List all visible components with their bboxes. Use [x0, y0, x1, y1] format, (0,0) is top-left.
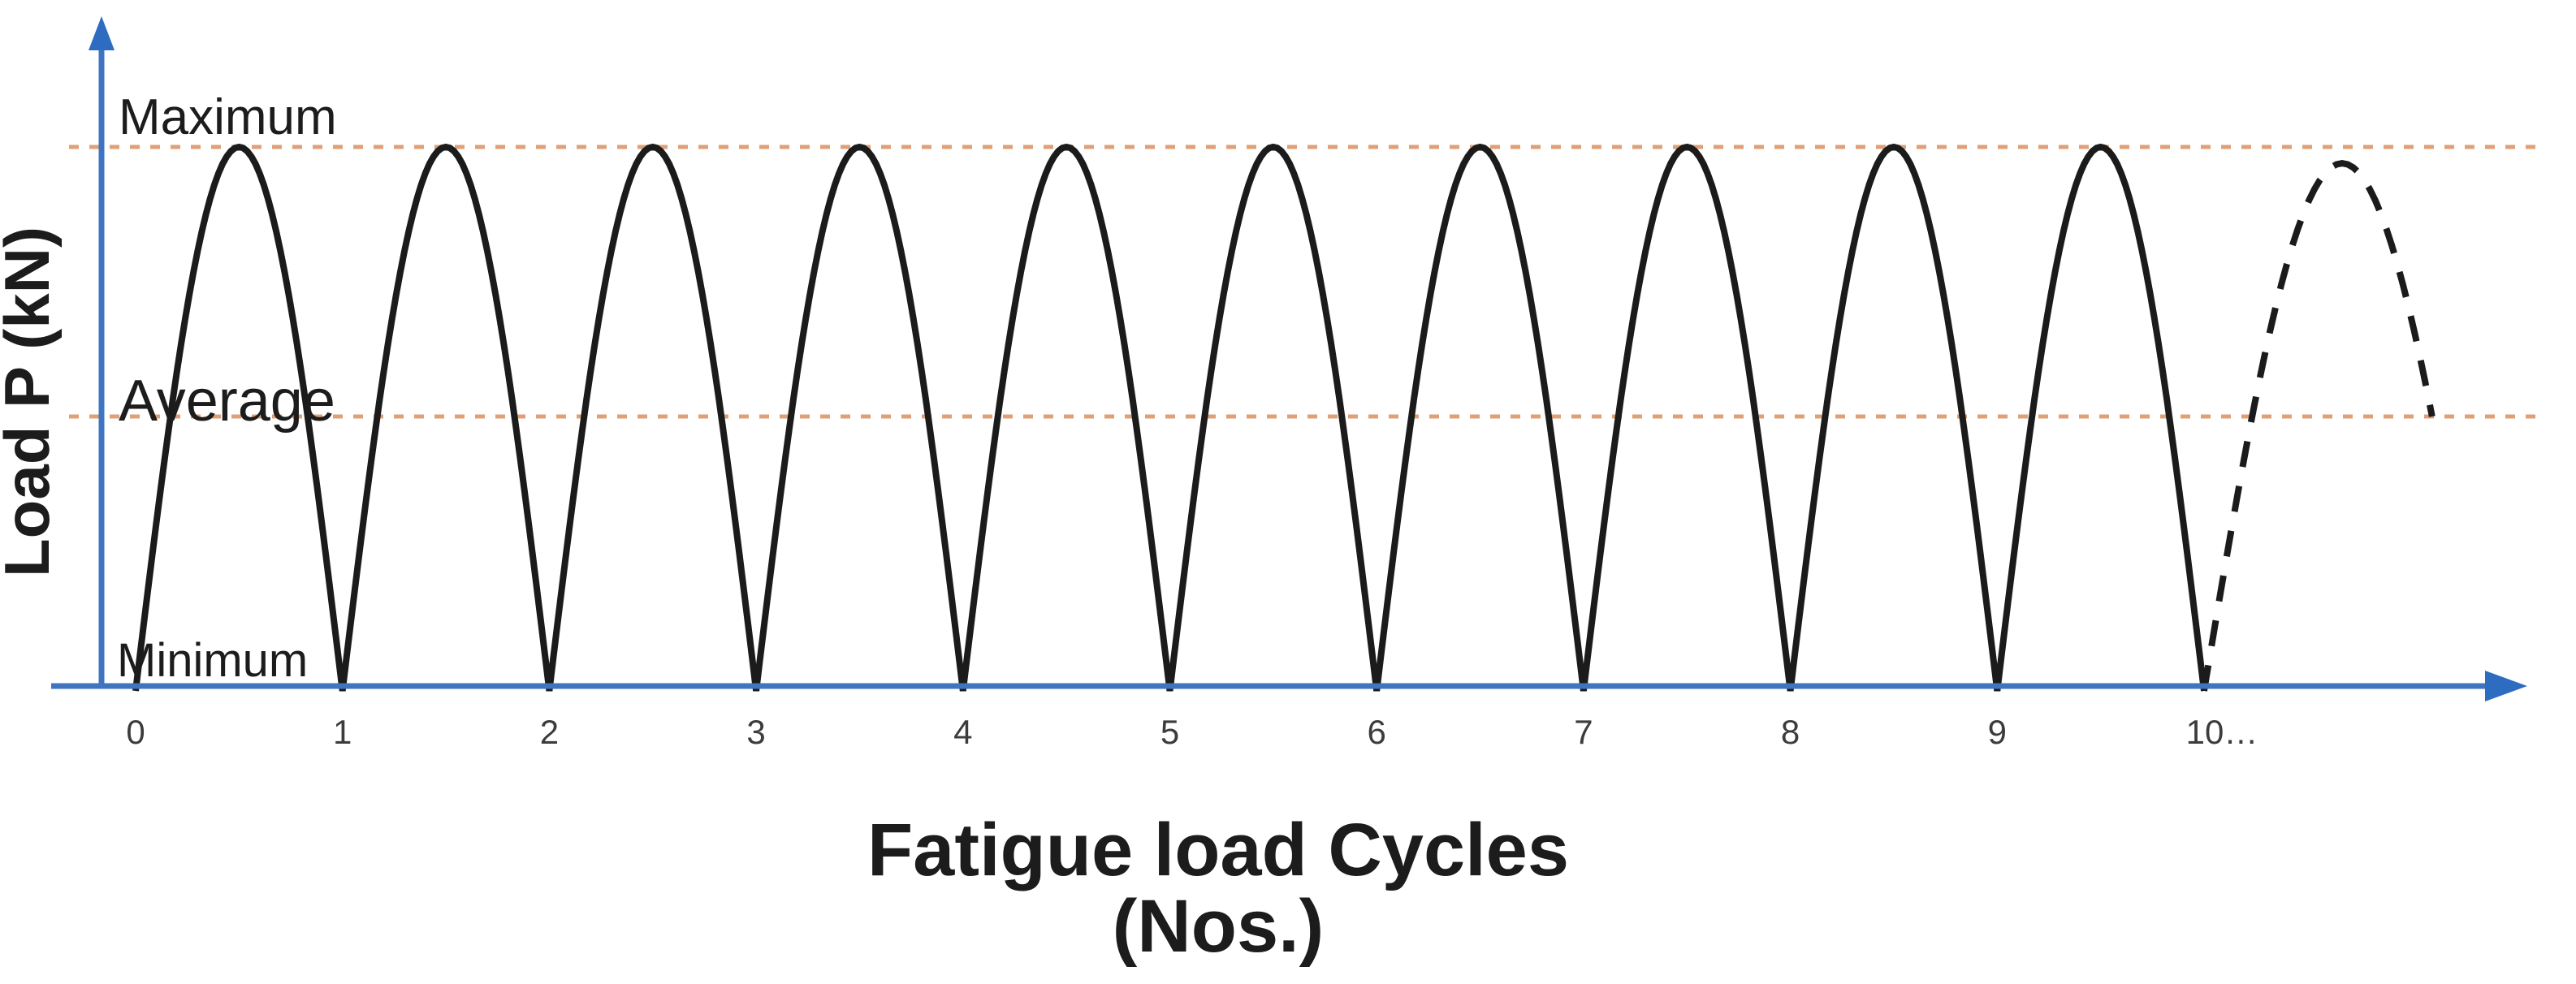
axes-layer	[51, 16, 2527, 701]
x-tick-label: 4	[953, 713, 972, 751]
x-tick-label: 0	[126, 713, 145, 751]
reference-lines-layer	[69, 145, 2540, 419]
x-tick-labels: 0 1 2 3 4 5 6 7 8 9 10…	[126, 713, 2258, 751]
x-tick-label: 10…	[2186, 713, 2258, 751]
waveform-layer	[132, 144, 2436, 692]
maximum-level-label: Maximum	[119, 89, 337, 145]
x-axis-title-line2: (Nos.)	[1113, 885, 1325, 968]
x-tick-label: 8	[1781, 713, 1800, 751]
x-tick-label: 9	[1988, 713, 2007, 751]
x-tick-label: 7	[1574, 713, 1593, 751]
x-tick-label: 5	[1160, 713, 1179, 751]
labels-layer: Maximum Average Minimum Load P (kN) Fati…	[0, 89, 2258, 968]
x-tick-label: 3	[746, 713, 765, 751]
y-axis-title: Load P (kN)	[0, 227, 63, 577]
x-axis-arrow-icon	[2485, 671, 2527, 701]
load-cycles-waveform-solid	[132, 144, 2207, 692]
x-tick-label: 6	[1368, 713, 1386, 751]
x-tick-label: 1	[333, 713, 352, 751]
continuing-cycle-waveform-dashed	[2201, 160, 2436, 692]
x-axis-title-line1: Fatigue load Cycles	[867, 809, 1569, 891]
average-level-label: Average	[119, 369, 335, 434]
minimum-level-label: Minimum	[117, 634, 308, 687]
y-axis-arrow-icon	[89, 16, 115, 50]
x-tick-label: 2	[540, 713, 559, 751]
